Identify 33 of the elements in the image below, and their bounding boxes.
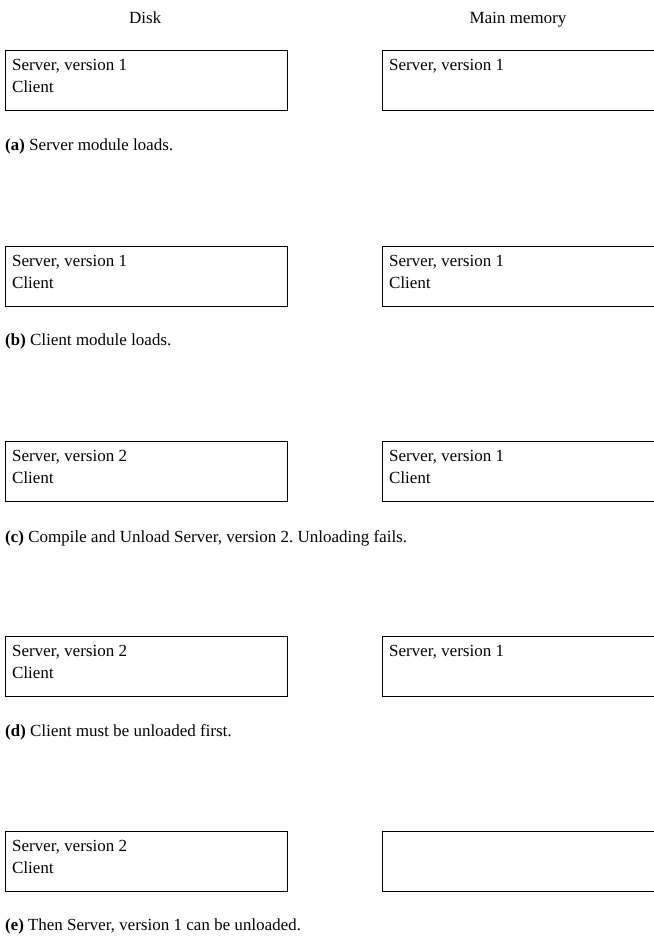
- module-name: Client: [12, 662, 55, 684]
- module-name: Client: [12, 857, 55, 879]
- module-name: Client: [12, 272, 55, 294]
- memory-box: [5, 50, 288, 111]
- memory-box: [382, 831, 654, 892]
- memory-box: [5, 441, 288, 502]
- memory-box: [5, 636, 288, 697]
- module-name: Client: [12, 76, 55, 98]
- memory-box: [382, 50, 654, 111]
- caption: (c) Compile and Unload Server, version 2. Unloading fails.: [5, 527, 408, 547]
- memory-box: [382, 441, 654, 502]
- column-heading: Disk: [129, 8, 162, 28]
- caption: (b) Client module loads.: [5, 330, 172, 350]
- module-name: Client: [389, 467, 432, 489]
- module-name: Server, version 1: [12, 54, 128, 76]
- module-name: Server, version 1: [389, 250, 505, 272]
- module-name: Server, version 2: [12, 640, 128, 662]
- memory-box: [5, 246, 288, 307]
- module-name: Client: [12, 467, 55, 489]
- memory-box: [382, 246, 654, 307]
- module-name: Server, version 1: [389, 445, 505, 467]
- caption: (a) Server module loads.: [5, 135, 174, 155]
- caption: (d) Client must be unloaded first.: [5, 721, 232, 741]
- memory-box: [382, 636, 654, 697]
- module-name: Server, version 1: [389, 640, 505, 662]
- column-heading: Main memory: [470, 8, 566, 28]
- caption: (e) Then Server, version 1 can be unloaded.: [5, 915, 301, 935]
- module-name: Server, version 1: [12, 250, 128, 272]
- module-name: Server, version 2: [12, 835, 128, 857]
- module-name: Server, version 2: [12, 445, 128, 467]
- module-name: Server, version 1: [389, 54, 505, 76]
- memory-box: [5, 831, 288, 892]
- module-name: Client: [389, 272, 432, 294]
